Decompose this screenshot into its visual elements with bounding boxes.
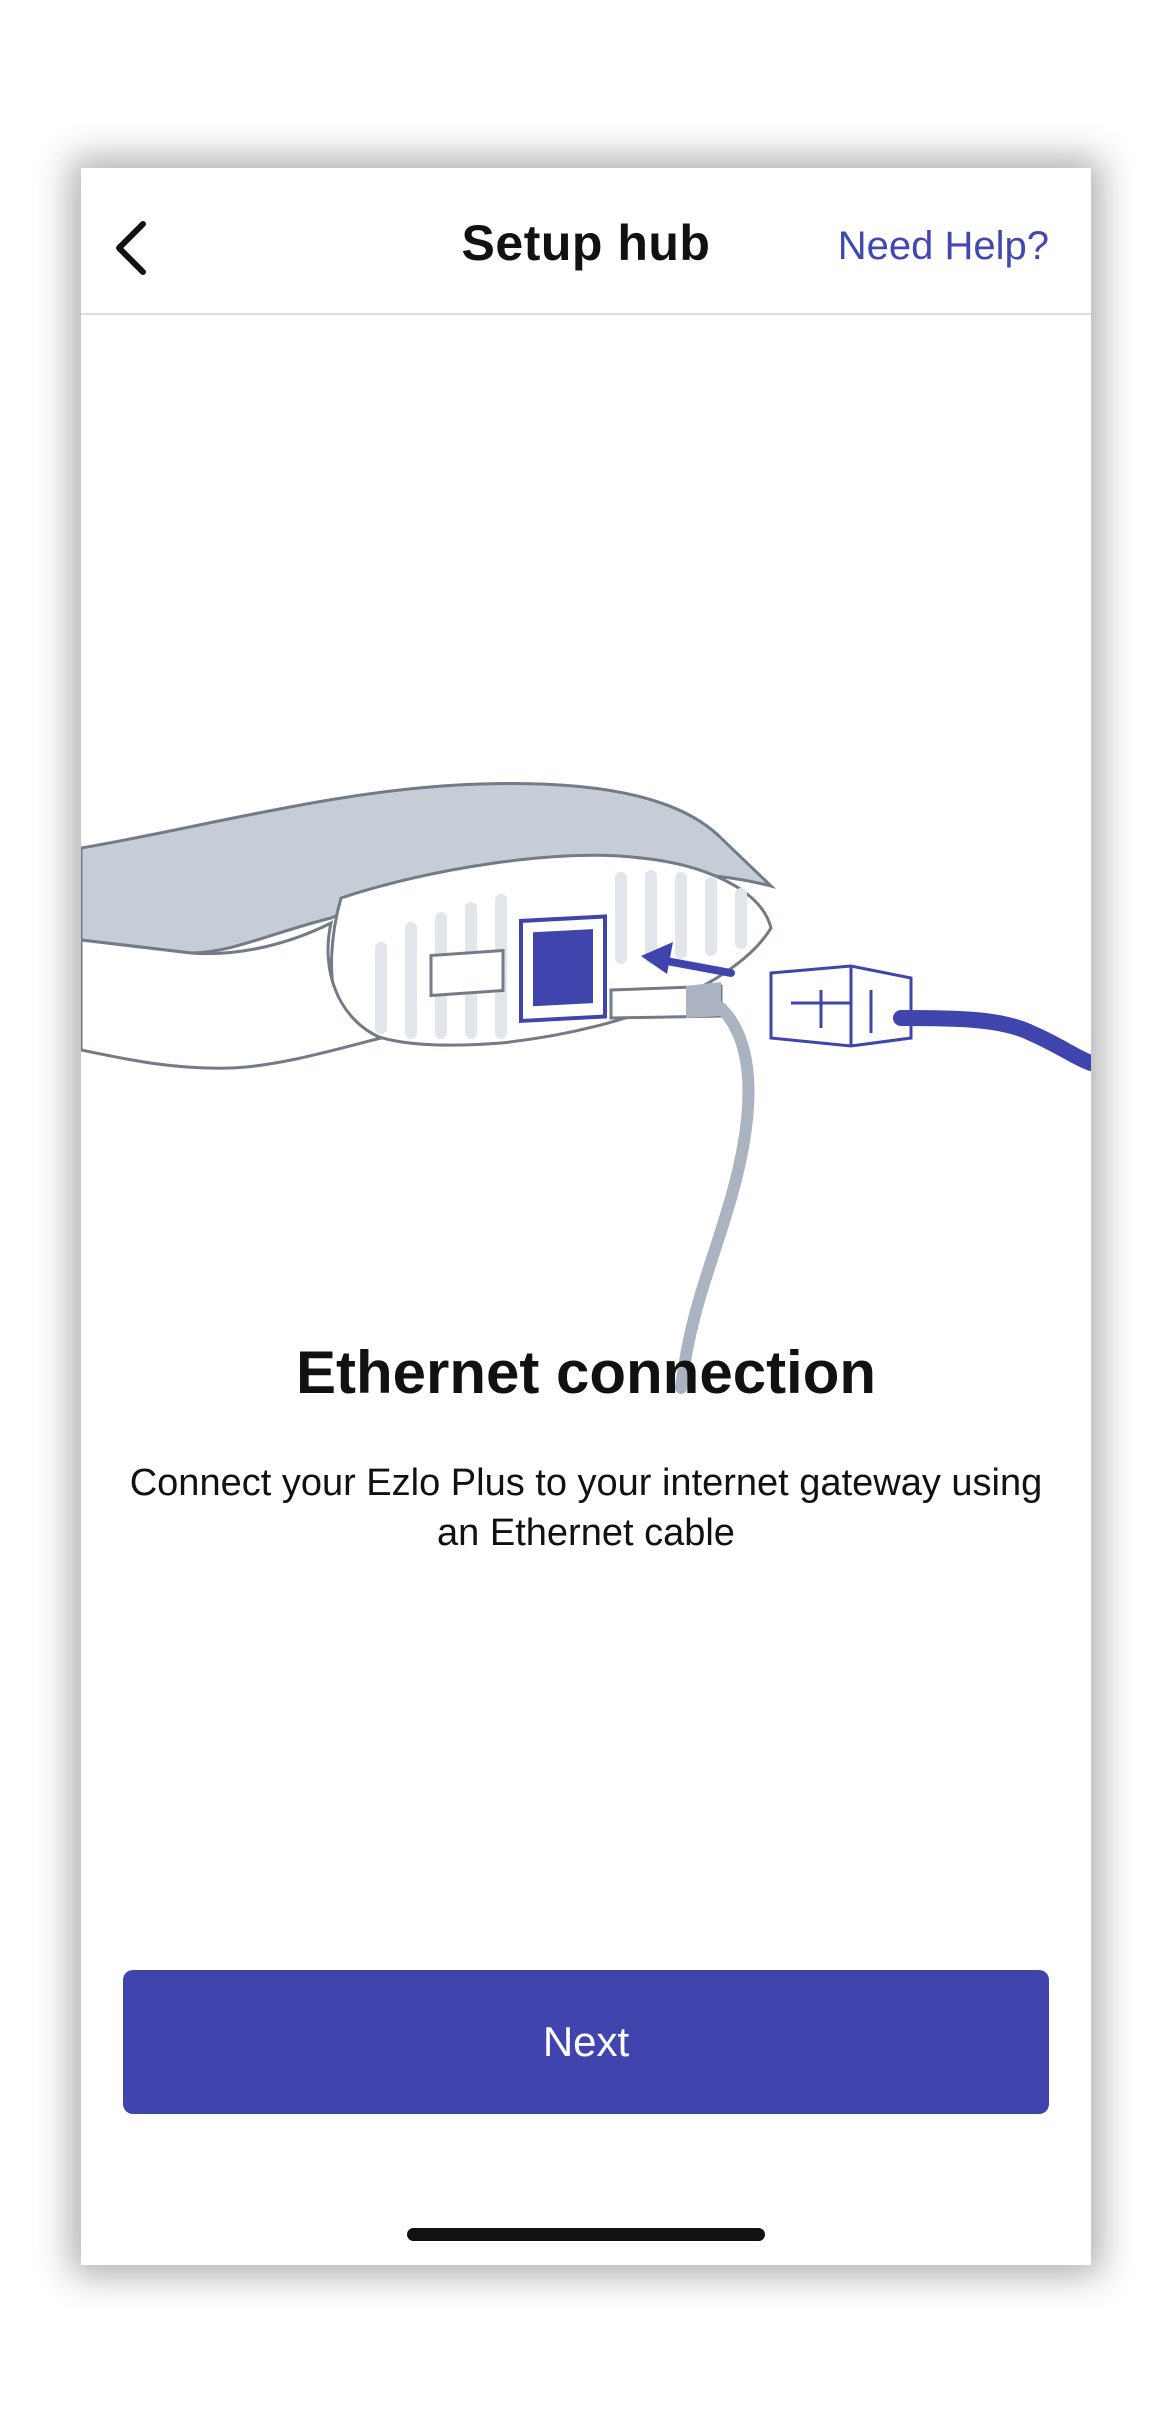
- hub-lower-body: [81, 920, 386, 1070]
- phone-screen: Setup hub Need Help?: [81, 168, 1091, 2265]
- chevron-left-icon: [116, 221, 146, 275]
- section-description: Connect your Ezlo Plus to your internet …: [129, 1462, 1043, 1554]
- hub-usb-port: [429, 948, 505, 998]
- home-indicator: [407, 2228, 765, 2241]
- next-button[interactable]: Next: [123, 1970, 1049, 2114]
- hub-top-shell: [81, 782, 777, 955]
- blue-ethernet-cable: [893, 1010, 1091, 1071]
- rj45-connector: [769, 964, 913, 1048]
- ethernet-hub-illustration: [81, 782, 1091, 1394]
- grey-ethernet-cable: [675, 1002, 755, 1394]
- insert-arrow-icon: [641, 942, 735, 977]
- hub-vent-stripes: [375, 870, 747, 1039]
- navigation-bar: Setup hub Need Help?: [81, 168, 1091, 315]
- page-title: Setup hub: [461, 215, 711, 271]
- section-heading: Ethernet connection: [295, 1339, 877, 1406]
- back-button[interactable]: [91, 208, 171, 288]
- need-help-link[interactable]: Need Help?: [837, 224, 1049, 268]
